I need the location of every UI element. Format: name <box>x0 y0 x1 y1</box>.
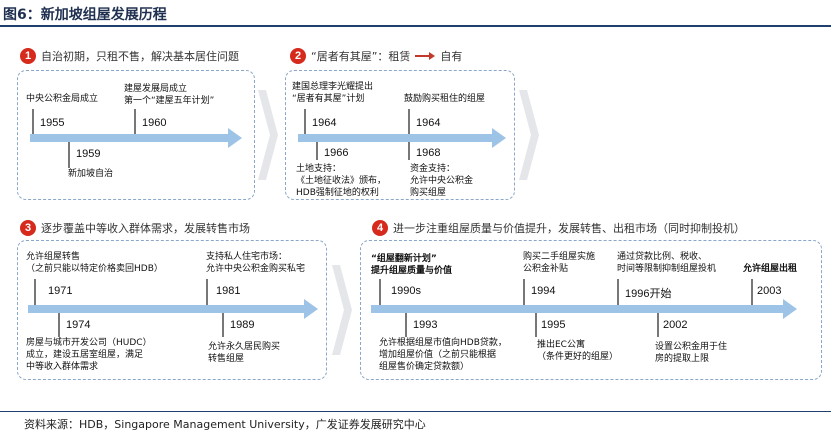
stage-2-panel: 建国总理李光耀提出 “居者有其屋”计划 1964 鼓励购买租住的组屋 1964 … <box>285 70 515 200</box>
stage-heading-text: 自有 <box>440 50 463 63</box>
event-year: 2003 <box>757 285 782 297</box>
event-year: 1968 <box>416 147 441 159</box>
source-note: 资料来源：HDB，Singapore Management University… <box>0 411 831 437</box>
stage-4-panel: “组屋翻新计划” 提升组屋质量与价值 1990s 购买二手组屋实施 公积金补贴 … <box>360 240 822 380</box>
event-note: 通过贷款比例、税收、 时间等限制抑制组屋投机 <box>617 252 717 274</box>
stage-heading-text: “居者有其屋”：租赁 <box>311 50 411 63</box>
event-year: 1964 <box>312 117 337 129</box>
chevron-right-icon <box>258 90 278 180</box>
event-tick <box>405 313 407 337</box>
event-note: 允许组屋转售 （之前只能以特定价格卖回HDB） <box>26 252 163 274</box>
event-note: 土地支持： 《土地征收法》颁布， HDB强制征地的权利 <box>296 164 387 198</box>
event-note: 允许永久居民购买 转售组屋 <box>208 342 281 364</box>
event-tick <box>408 109 410 134</box>
timeline-arrowhead <box>304 299 318 319</box>
stage-number-badge: 2 <box>290 48 306 64</box>
event-note: 设置公积金用于住 房的提取上限 <box>655 342 728 364</box>
stage-heading-text: 进一步注重组屋质量与价值提升，发展转售、出租市场（同时抑制投机） <box>393 222 745 235</box>
event-tick <box>751 279 753 305</box>
event-tick <box>657 313 659 337</box>
event-note: 允许根据组屋市值向HDB贷款， 增加组屋价值（之前只能根据 组屋售价确定贷款额） <box>379 338 507 372</box>
stage-1-heading: 1 自治初期，只租不售，解决基本居住问题 <box>20 48 239 64</box>
event-tick <box>535 313 537 337</box>
event-note: 新加坡自治 <box>68 169 114 179</box>
timeline-bar <box>28 305 304 313</box>
event-tick <box>68 142 70 168</box>
event-year: 1960 <box>142 117 167 129</box>
event-note: “组屋翻新计划” 提升组屋质量与价值 <box>371 254 453 276</box>
stage-number-badge: 4 <box>372 220 388 236</box>
event-note: 推出EC公寓 （条件更好的组屋） <box>537 340 619 362</box>
event-note: 建国总理李光耀提出 “居者有其屋”计划 <box>292 82 374 104</box>
event-tick <box>304 109 306 134</box>
stage-heading-text: 自治初期，只租不售，解决基本居住问题 <box>41 50 239 63</box>
event-note: 建屋发展局成立 第一个“建屋五年计划” <box>124 84 215 106</box>
stage-4-heading: 4 进一步注重组屋质量与价值提升，发展转售、出租市场（同时抑制投机） <box>372 220 745 236</box>
event-year: 1964 <box>416 117 441 129</box>
timeline-bar <box>30 134 228 142</box>
stage-number-badge: 1 <box>20 48 36 64</box>
stage-heading-text: 逐步覆盖中等收入群体需求，发展转售市场 <box>41 222 250 235</box>
chevron-right-icon <box>519 90 539 180</box>
event-tick <box>316 142 318 160</box>
event-year: 1994 <box>531 285 556 297</box>
timeline-bar <box>371 305 783 313</box>
stage-3-panel: 允许组屋转售 （之前只能以特定价格卖回HDB） 1971 支持私人住宅市场： 允… <box>17 240 327 380</box>
timeline-arrowhead <box>492 128 506 148</box>
timeline-arrowhead <box>783 299 797 319</box>
event-note: 支持私人住宅市场： 允许中央公积金购买私宅 <box>206 252 306 274</box>
timeline-arrowhead <box>228 128 242 148</box>
event-tick <box>523 279 525 305</box>
event-tick <box>617 279 619 305</box>
event-year: 1974 <box>66 319 91 331</box>
event-year: 2002 <box>663 319 688 331</box>
event-year: 1995 <box>541 319 566 331</box>
event-year: 1955 <box>40 117 65 129</box>
event-note: 允许组屋出租 <box>743 264 798 274</box>
event-year: 1993 <box>413 319 438 331</box>
event-tick <box>206 279 208 305</box>
arrow-right-icon <box>415 52 436 60</box>
chevron-right-icon <box>332 265 352 355</box>
event-year: 1959 <box>76 148 101 160</box>
stage-2-heading: 2 “居者有其屋”：租赁 自有 <box>290 48 462 64</box>
event-year: 1996开始 <box>625 288 672 300</box>
event-tick <box>408 142 410 160</box>
event-note: 鼓励购买租住的组屋 <box>404 94 486 104</box>
stage-1-panel: 中央公积金局成立 1955 建屋发展局成立 第一个“建屋五年计划” 1960 1… <box>17 70 255 200</box>
event-year: 1990s <box>391 285 421 297</box>
event-tick <box>134 109 136 134</box>
stage-3-heading: 3 逐步覆盖中等收入群体需求，发展转售市场 <box>20 220 250 236</box>
figure-title: 图6：新加坡组屋发展历程 <box>0 0 831 27</box>
event-year: 1971 <box>48 285 73 297</box>
event-year: 1989 <box>230 319 255 331</box>
event-note: 房屋与城市开发公司（HUDC） 成立，建设五居室组屋，满足 中等收入群体需求 <box>26 338 152 372</box>
timeline-bar <box>298 134 492 142</box>
event-note: 购买二手组屋实施 公积金补贴 <box>523 252 596 274</box>
event-note: 资金支持： 允许中央公积金 购买组屋 <box>410 164 474 198</box>
event-year: 1966 <box>324 147 349 159</box>
event-tick <box>222 313 224 337</box>
event-tick <box>58 313 60 337</box>
event-tick <box>32 109 34 134</box>
event-note: 中央公积金局成立 <box>26 94 99 104</box>
event-tick <box>379 279 381 305</box>
event-year: 1981 <box>216 285 241 297</box>
event-tick <box>34 279 36 305</box>
stage-number-badge: 3 <box>20 220 36 236</box>
